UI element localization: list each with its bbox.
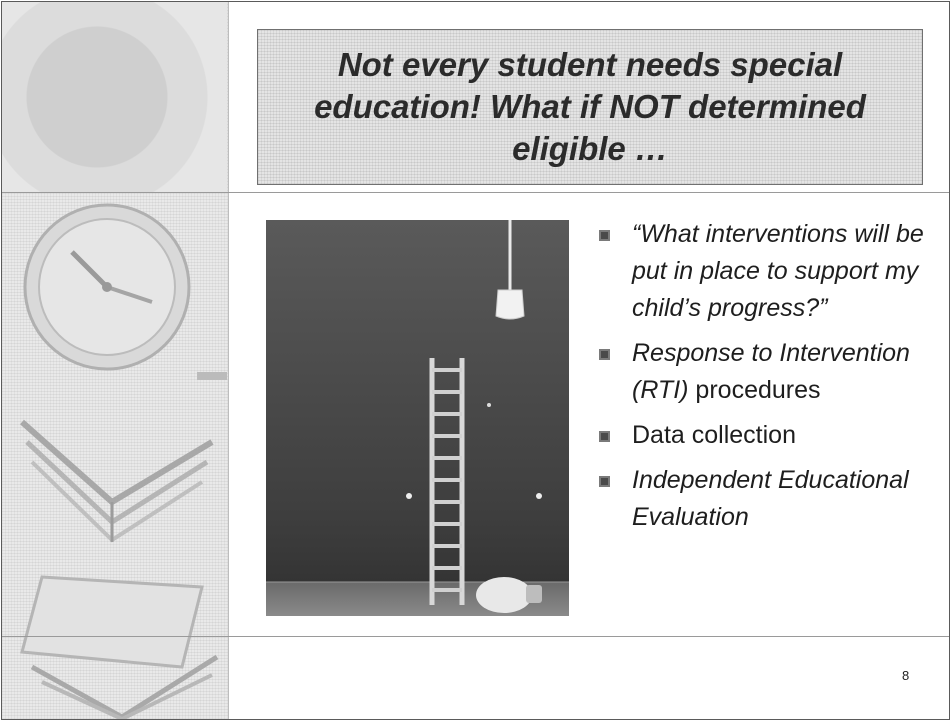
page-number: 8: [902, 668, 910, 683]
list-item: Independent Educational Evaluation: [594, 462, 934, 536]
list-item: “What interventions will be put in place…: [594, 216, 934, 327]
list-item: Response to Intervention (RTI) procedure…: [594, 335, 934, 409]
square-bullet-icon: [599, 476, 610, 487]
decorative-photo-column: [2, 2, 229, 719]
square-bullet-icon: [599, 230, 610, 241]
bullet-text: Data collection: [632, 421, 796, 449]
slide-title: Not every student needs special educatio…: [314, 46, 866, 167]
decorative-photo-panel: [2, 2, 227, 192]
square-bullet-icon: [599, 349, 610, 360]
bullet-text: Independent Educational Evaluation: [632, 466, 909, 531]
bullet-list: “What interventions will be put in place…: [594, 216, 934, 544]
title-box: Not every student needs special educatio…: [257, 29, 923, 185]
bullet-text: procedures: [688, 376, 821, 404]
ladder-lightbulb-photo: [266, 220, 569, 616]
footer-divider: [2, 636, 949, 637]
notebook-image: [2, 557, 227, 719]
clock-image: [2, 192, 227, 382]
square-bullet-icon: [599, 431, 610, 442]
bullet-text-italic: Response to Intervention (RTI): [632, 339, 910, 404]
divider: [2, 192, 949, 193]
list-item: Data collection: [594, 417, 934, 454]
bullet-text: “What interventions will be put in place…: [632, 220, 924, 322]
open-book-image: [2, 382, 227, 557]
